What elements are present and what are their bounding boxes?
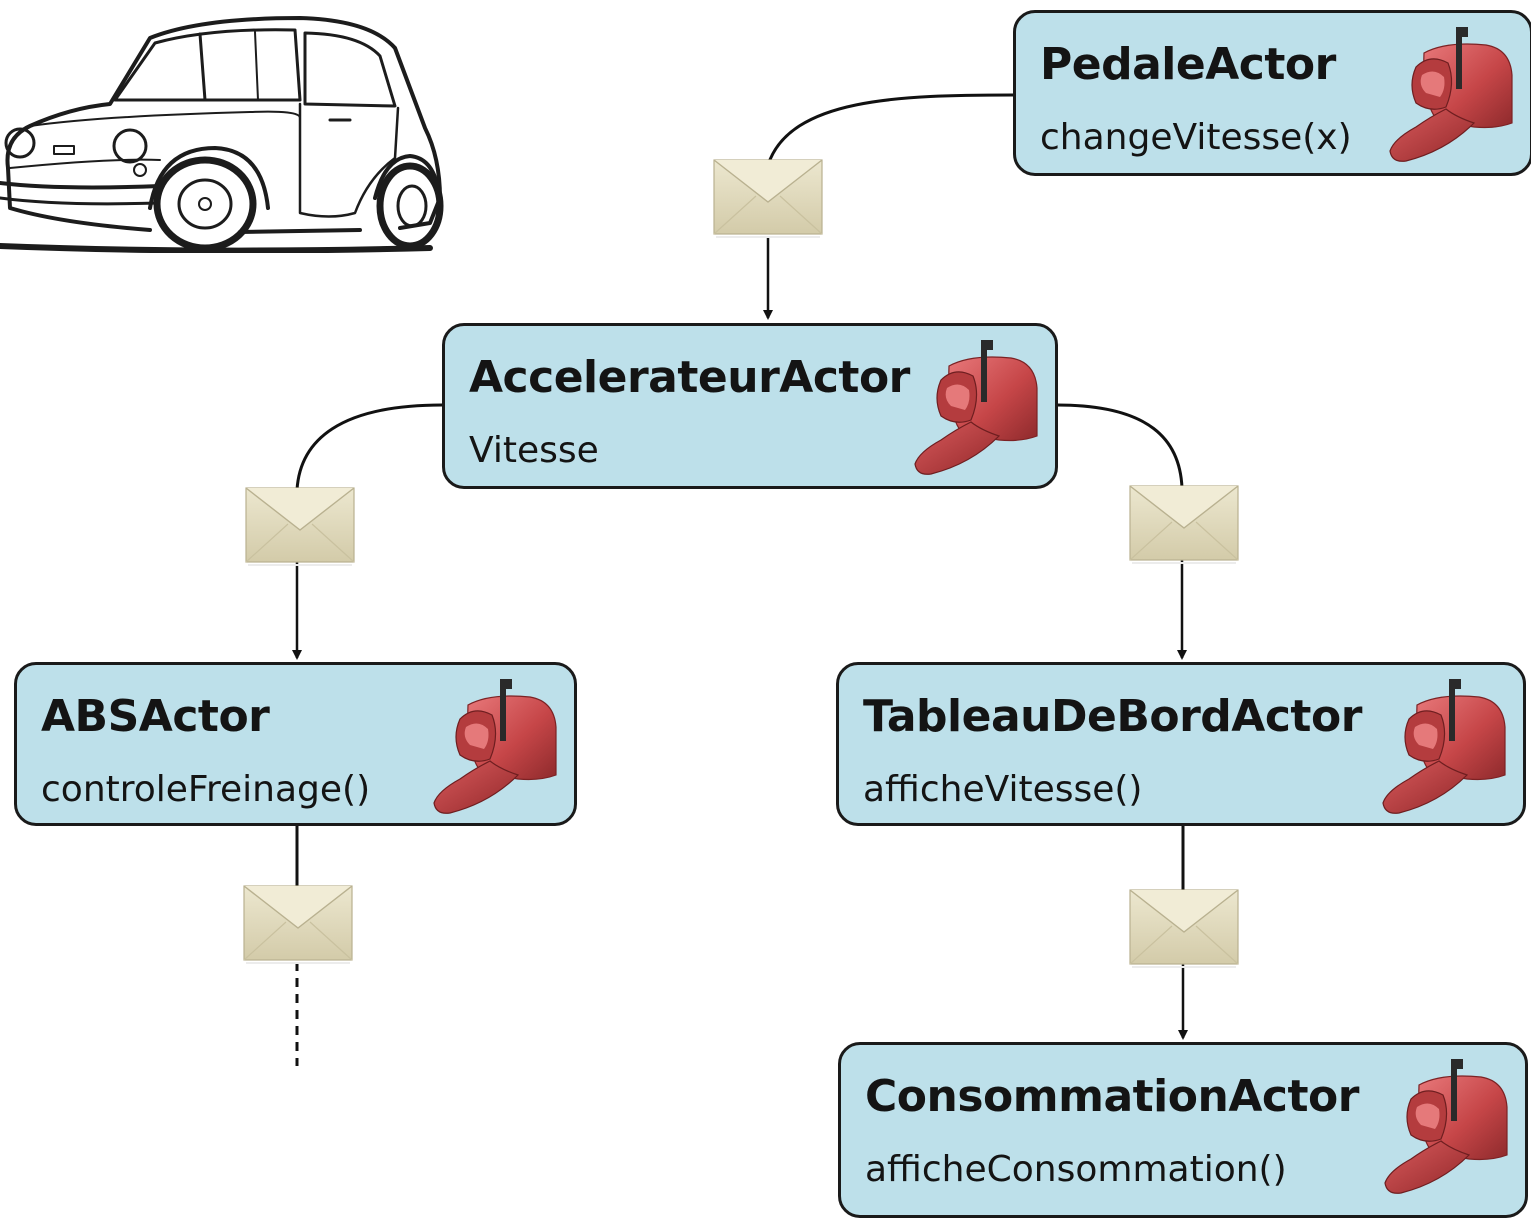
- actor-message: changeVitesse(x): [1040, 117, 1352, 158]
- actor-name: ABSActor: [41, 691, 270, 742]
- actor-name: PedaleActor: [1040, 39, 1336, 90]
- envelope-icon: [1128, 888, 1240, 968]
- actor-name: AccelerateurActor: [469, 352, 910, 403]
- actor-message: Vitesse: [469, 430, 599, 471]
- envelope-icon: [244, 486, 356, 566]
- actor-node-abs: ABSActor controleFreinage(): [14, 662, 577, 826]
- actor-message: afficheVitesse(): [863, 769, 1143, 810]
- mailbox-icon: [1381, 1055, 1511, 1197]
- envelope-icon: [1128, 484, 1240, 564]
- actor-name: TableauDeBordActor: [863, 691, 1362, 742]
- connector-pedale-accelerateur: [766, 93, 1014, 166]
- actor-message: afficheConsommation(): [865, 1149, 1287, 1190]
- car-illustration: [0, 16, 444, 253]
- envelope-icon: [242, 884, 354, 964]
- connector-accelerateur-abs: [295, 403, 443, 491]
- actor-node-pedale: PedaleActor changeVitesse(x): [1013, 10, 1531, 176]
- actor-name: ConsommationActor: [865, 1071, 1359, 1122]
- mailbox-icon: [911, 336, 1041, 478]
- actor-message: controleFreinage(): [41, 769, 371, 810]
- mailbox-icon: [430, 675, 560, 817]
- actor-node-accelerateur: AccelerateurActor Vitesse: [442, 323, 1058, 489]
- envelope-icon: [712, 158, 824, 238]
- actor-node-consommation: ConsommationActor afficheConsommation(): [838, 1042, 1528, 1218]
- mailbox-icon: [1379, 675, 1509, 817]
- connector-accelerateur-tableau: [1056, 403, 1184, 489]
- mailbox-icon: [1386, 23, 1516, 165]
- actor-node-tableau-de-bord: TableauDeBordActor afficheVitesse(): [836, 662, 1526, 826]
